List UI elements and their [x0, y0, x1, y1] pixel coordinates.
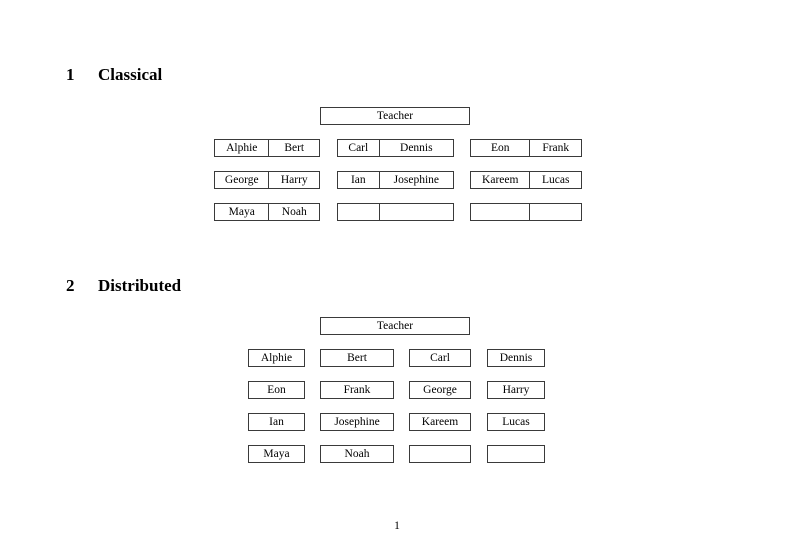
table-row: Eon Frank: [470, 139, 582, 157]
cell-name: Dennis: [378, 140, 453, 156]
cell-name: Frank: [320, 381, 394, 399]
cell-name: Harry: [487, 381, 545, 399]
cell-name: Carl: [409, 349, 471, 367]
table-row: Carl Dennis: [337, 139, 454, 157]
cell-name: Carl: [348, 142, 369, 154]
cell-name-empty: [471, 204, 529, 220]
table-row: Kareem Lucas: [470, 171, 582, 189]
cell-name: George: [224, 174, 259, 186]
cell-name: Bert: [320, 349, 394, 367]
cell-name: Ian: [248, 413, 305, 431]
cell-name: Harry: [268, 172, 319, 188]
cell-name-empty: [529, 204, 581, 220]
cell-name: Frank: [529, 140, 581, 156]
cell-name: Dennis: [487, 349, 545, 367]
cell-name-empty: [378, 204, 453, 220]
table-row: Alphie Bert: [214, 139, 320, 157]
cell-name-empty: [487, 445, 545, 463]
cell-name: Lucas: [529, 172, 581, 188]
table-row: [470, 203, 582, 221]
cell-name: Maya: [248, 445, 305, 463]
table-row: Ian Josephine: [337, 171, 454, 189]
cell-name: Alphie: [226, 142, 258, 154]
cell-name: Noah: [268, 204, 319, 220]
cell-name: Kareem: [482, 174, 519, 186]
cell-name: Maya: [228, 206, 255, 218]
table-row: Maya Noah: [214, 203, 320, 221]
section-number: 2: [66, 276, 75, 295]
cell-name: Alphie: [248, 349, 305, 367]
cell-name: Lucas: [487, 413, 545, 431]
section-number: 1: [66, 65, 75, 84]
page-number: 1: [394, 520, 400, 532]
section-title: Distributed: [98, 276, 182, 295]
cell-name: Kareem: [409, 413, 471, 431]
cell-name: Josephine: [378, 172, 453, 188]
cell-name-empty: [338, 204, 379, 220]
section-title: Classical: [98, 65, 163, 84]
table-row: George Harry: [214, 171, 320, 189]
table-row: [337, 203, 454, 221]
teacher-box-distributed: Teacher: [320, 317, 470, 335]
teacher-box-classical: Teacher: [320, 107, 470, 125]
cell-name: Bert: [268, 140, 319, 156]
cell-name: Eon: [490, 142, 510, 154]
cell-name: Josephine: [320, 413, 394, 431]
cell-name: Noah: [320, 445, 394, 463]
cell-name: Ian: [350, 174, 366, 186]
section-heading-distributed: 2 Distributed: [66, 277, 181, 294]
section-heading-classical: 1 Classical: [66, 66, 162, 83]
cell-name: George: [409, 381, 471, 399]
cell-name-empty: [409, 445, 471, 463]
cell-name: Eon: [248, 381, 305, 399]
